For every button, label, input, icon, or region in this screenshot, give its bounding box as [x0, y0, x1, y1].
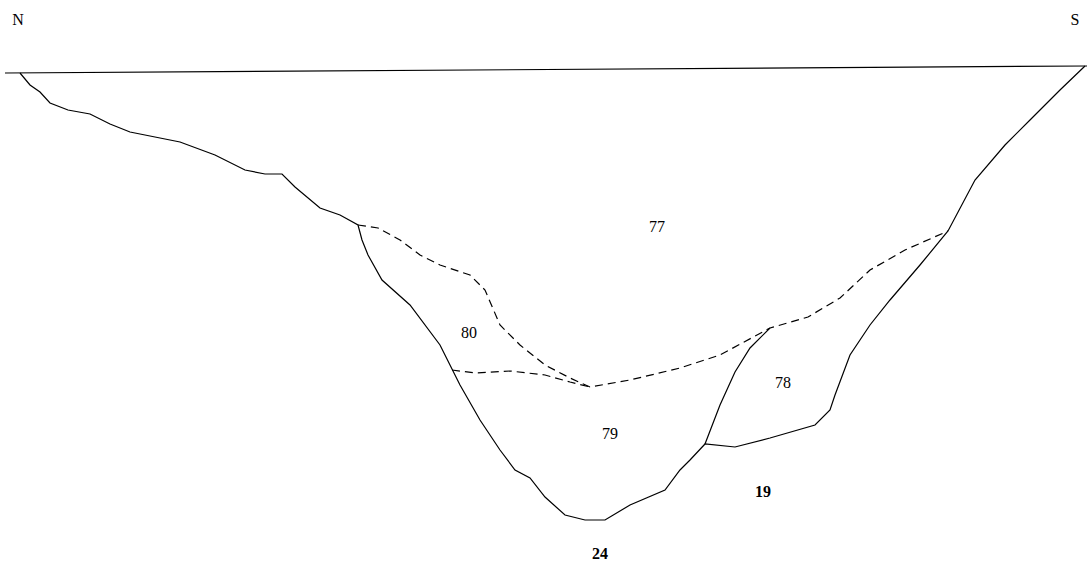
- context-number: 79: [600, 425, 620, 443]
- ground-surface: [5, 66, 1087, 73]
- compass-label: N: [10, 11, 26, 29]
- cut-number: 24: [590, 545, 610, 563]
- compass-label: S: [1069, 11, 1082, 29]
- cut-number: 19: [753, 483, 773, 501]
- context-number: 80: [459, 324, 479, 342]
- context-number: 78: [773, 374, 793, 392]
- layer-boundary: [358, 225, 948, 387]
- layer-boundary: [452, 370, 590, 387]
- context-number: 77: [647, 218, 667, 236]
- cut-profile: [20, 66, 1085, 520]
